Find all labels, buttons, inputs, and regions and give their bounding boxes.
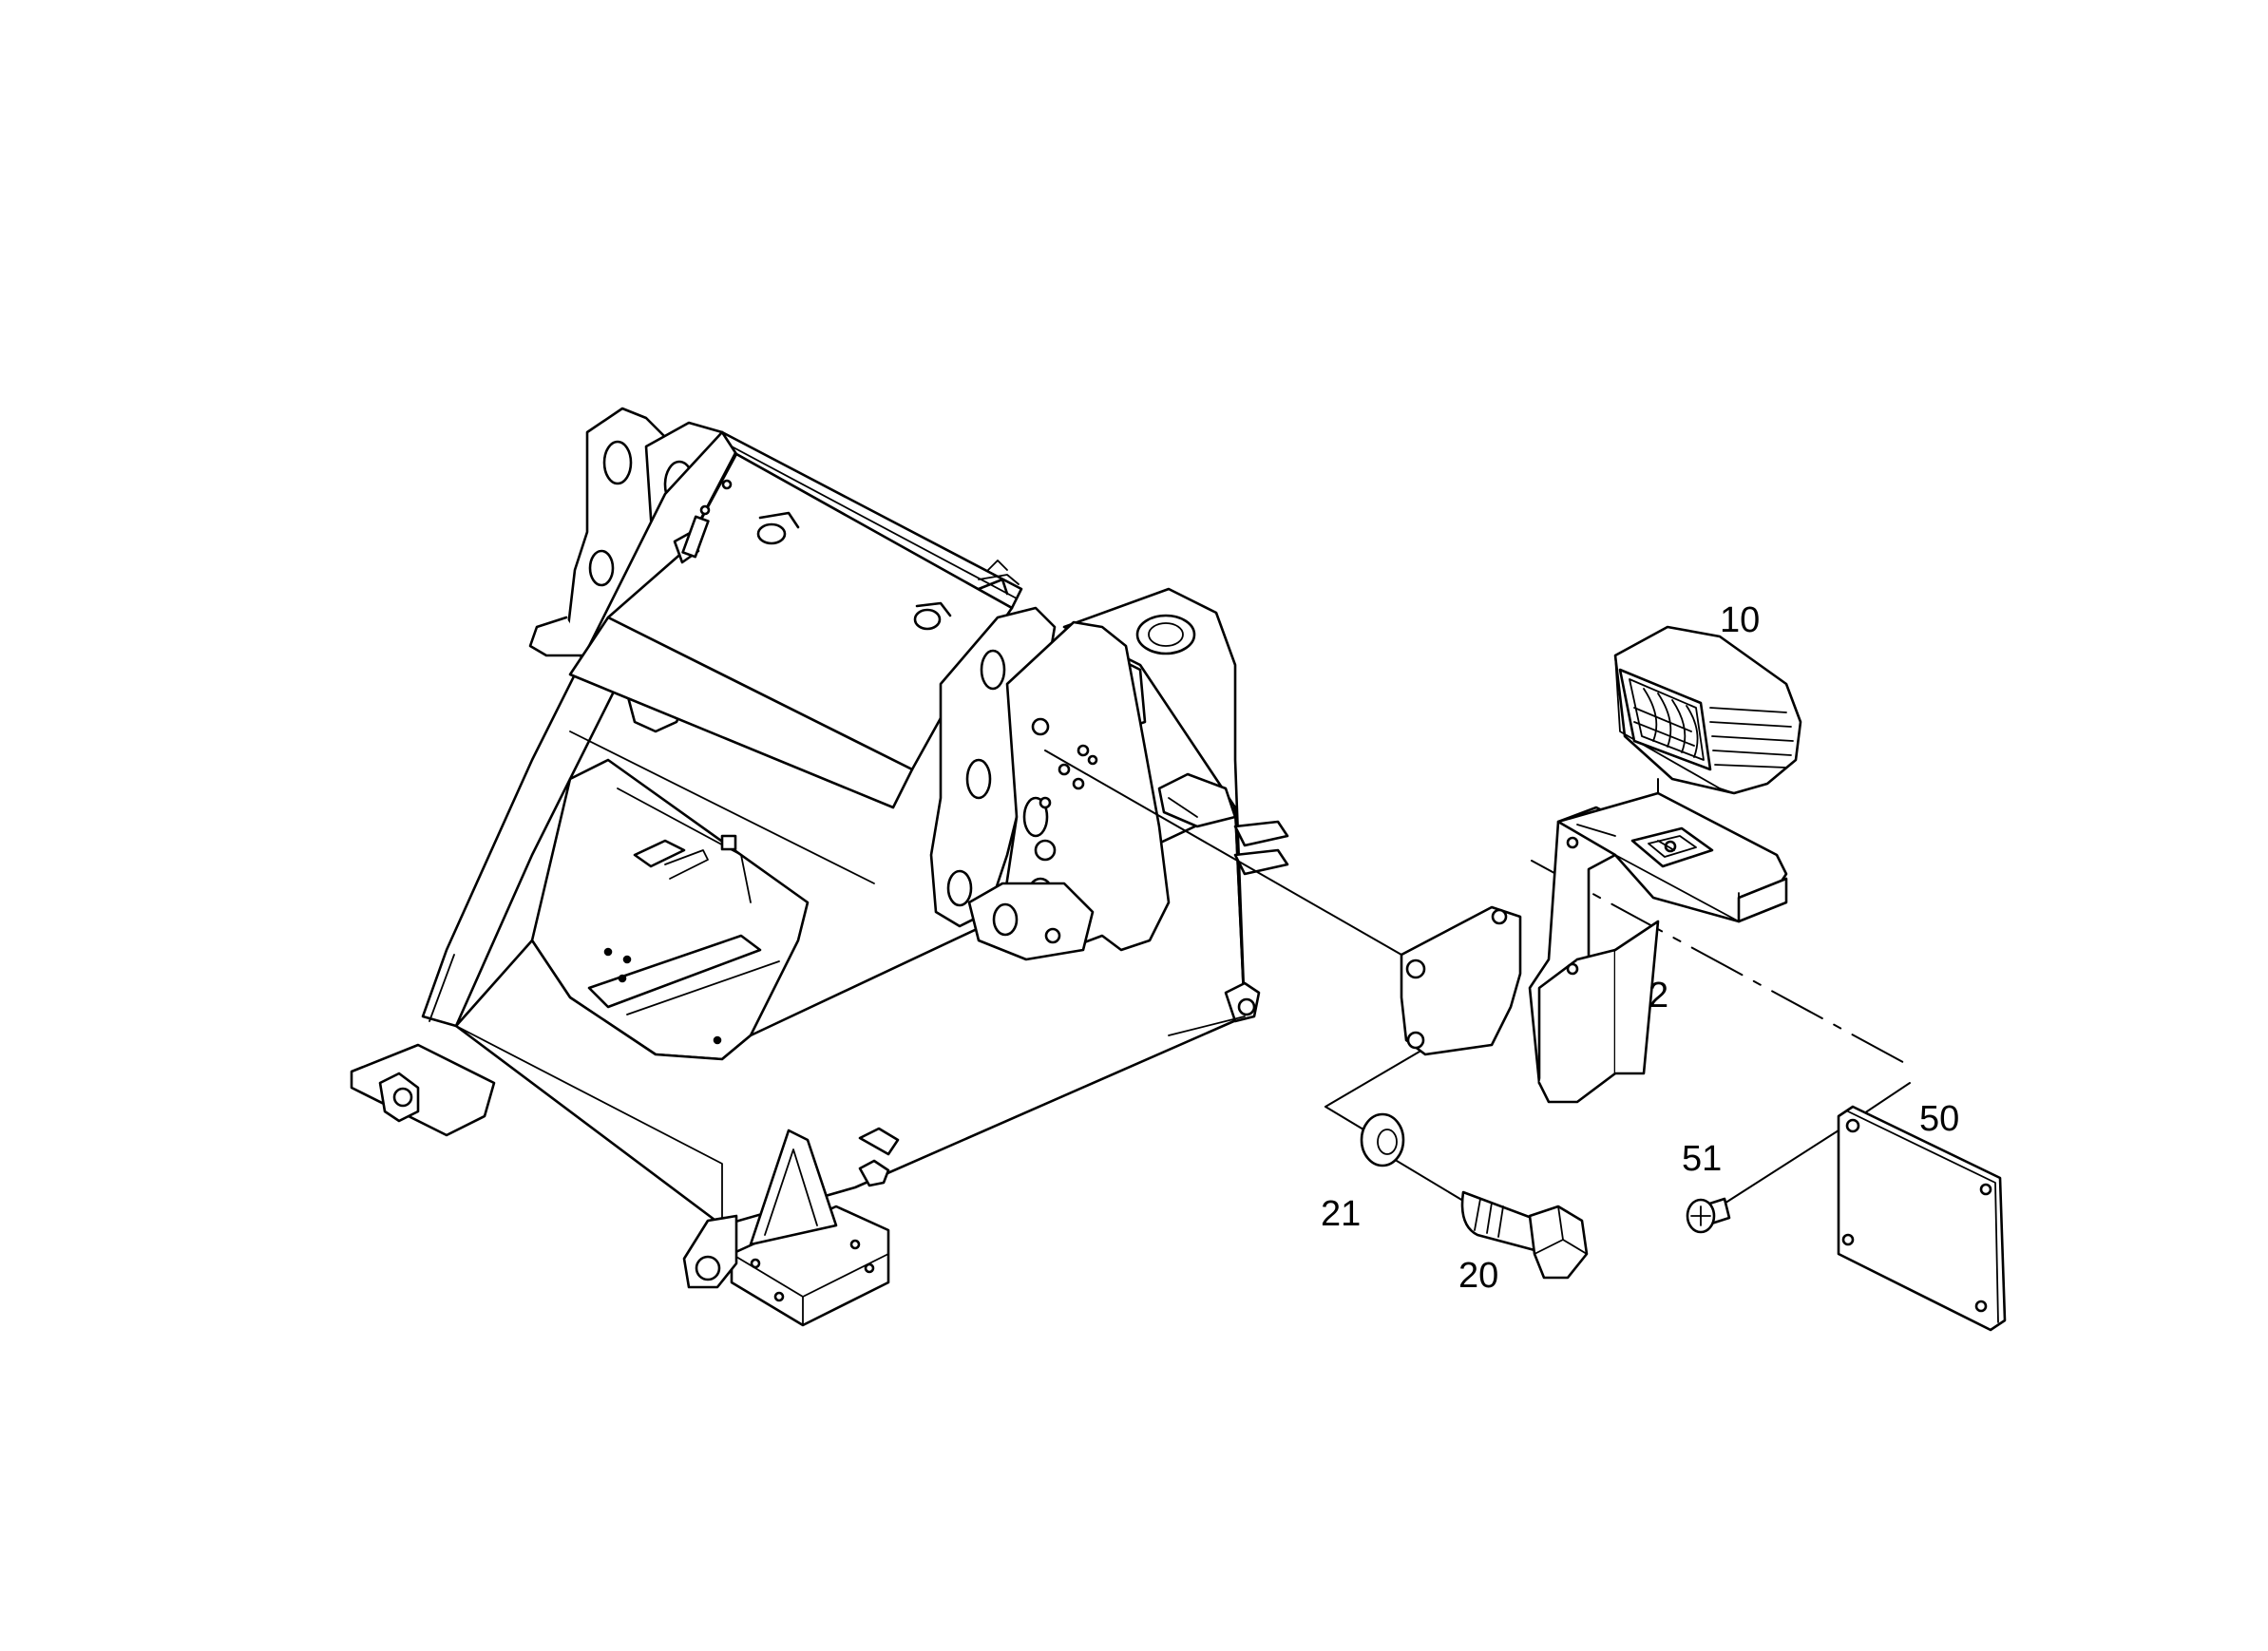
callout-51: 51 [1682,1139,1722,1179]
callout-21: 21 [1321,1194,1361,1234]
callout-2: 2 [1649,976,1668,1015]
work-lamp-part-10 [1613,625,1802,795]
washer-part-21 [1360,1112,1405,1167]
main-frame [350,407,1289,1327]
callout-20: 20 [1458,1256,1498,1296]
callout-10: 10 [1720,600,1760,640]
callout-50: 50 [1919,1099,1959,1139]
bracket-part-2 [1400,791,1788,1104]
plate-part-50 [1837,1105,2007,1332]
screw-part-51 [1686,1197,1731,1234]
bolt-part-20 [1460,1190,1589,1280]
